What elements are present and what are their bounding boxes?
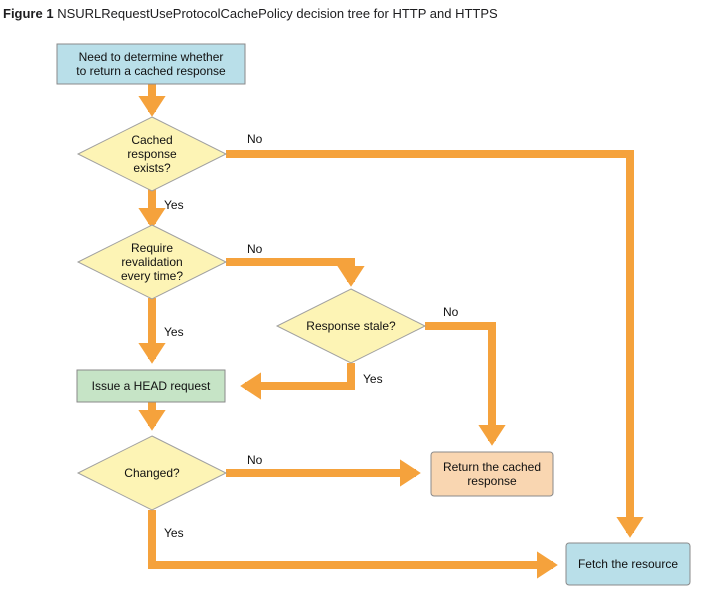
- decision-cached-exists: [76, 116, 228, 192]
- start-box: [56, 43, 246, 85]
- return-cached-box: [430, 451, 554, 497]
- figure-label: Figure 1: [3, 6, 54, 21]
- figure-title: NSURLRequestUseProtocolCachePolicy decis…: [57, 6, 498, 21]
- edge-label-revalidation-yes: Yes: [164, 325, 184, 339]
- head-request-label: Issue a HEAD request: [91, 379, 211, 393]
- require-revalidation-label: Require revalidation every time?: [120, 241, 184, 283]
- edge-label-cached-no: No: [247, 132, 263, 146]
- connectors: [138, 83, 644, 579]
- fetch-resource-label: Fetch the resource: [577, 557, 679, 571]
- decision-require-revalidation: [76, 224, 228, 300]
- decision-response-stale: [275, 288, 427, 364]
- cached-exists-label: Cached response exists?: [127, 133, 177, 175]
- edge-label-changed-yes: Yes: [164, 526, 184, 540]
- start-label: Need to determine whether to return a ca…: [76, 50, 226, 78]
- edge-label-stale-no: No: [443, 305, 459, 319]
- edge-label-changed-no: No: [247, 453, 263, 467]
- return-cached-label: Return the cached response: [442, 460, 542, 488]
- edge-revalidation-no: [226, 258, 365, 287]
- edge-changed-yes: [148, 510, 558, 579]
- figure-caption: Figure 1 NSURLRequestUseProtocolCachePol…: [3, 6, 498, 21]
- edge-stale-yes: [240, 363, 355, 400]
- decision-changed: [76, 435, 228, 511]
- edge-stale-no: [425, 322, 506, 446]
- fetch-resource-box: [565, 542, 691, 586]
- changed-label: Changed?: [124, 466, 180, 480]
- head-request-box: [76, 369, 226, 403]
- response-stale-label: Response stale?: [306, 319, 396, 333]
- edge-label-stale-yes: Yes: [363, 372, 383, 386]
- edge-label-revalidation-no: No: [247, 242, 263, 256]
- edge-cached-no: [226, 150, 644, 538]
- edge-label-cached-yes: Yes: [164, 198, 184, 212]
